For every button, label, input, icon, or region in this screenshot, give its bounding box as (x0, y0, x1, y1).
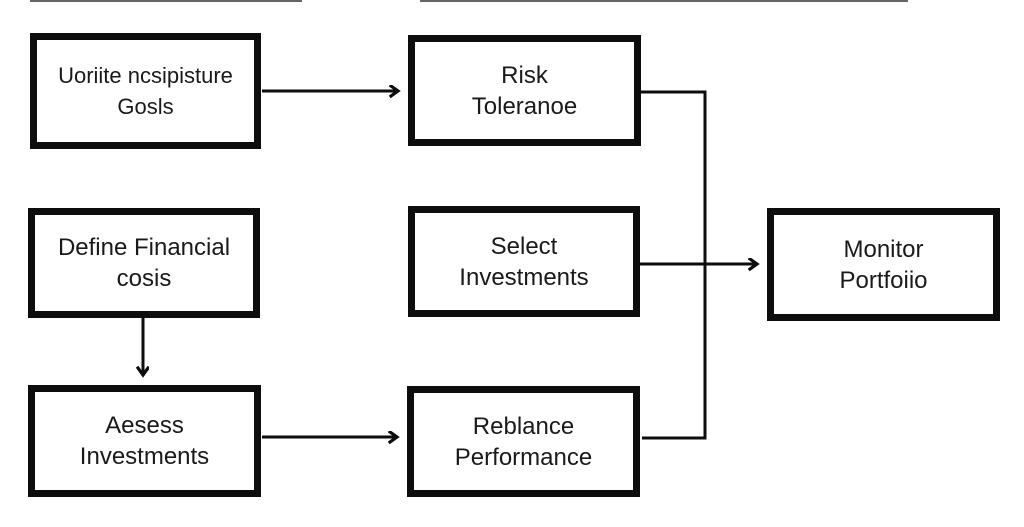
node-risk-tolerance: Risk Toleranoe (408, 35, 641, 146)
node-define-financial-line2: cosis (116, 265, 172, 292)
node-risk-tolerance-line1: Risk (501, 61, 548, 89)
node-goals: Uoriite ncsipisture Gosls (30, 33, 261, 149)
node-assess-investments-line2: Investments (79, 443, 210, 470)
node-goals-line1: Uoriite ncsipisture (58, 63, 233, 88)
connector-risk-rebalance-bracket (641, 90, 707, 440)
node-define-financial-line1: Define Financial (57, 234, 231, 261)
node-monitor-portfolio-line1: Monitor (843, 235, 924, 263)
top-edge-artifact-right (420, 0, 908, 2)
node-monitor-portfolio: Monitor Portfoiio (767, 208, 1000, 321)
node-assess-investments-line1: Aesess (105, 412, 184, 439)
node-monitor-portfolio-line2: Portfoiio (839, 266, 928, 294)
top-edge-artifact-left (30, 0, 302, 2)
node-goals-line2: Gosls (117, 94, 174, 119)
node-assess-investments: Aesess Investments (28, 385, 261, 497)
node-select-investments: Select Investments (408, 206, 640, 317)
node-select-investments-line1: Select (490, 232, 558, 260)
node-define-financial: Define Financial cosis (28, 208, 260, 318)
node-rebalance-performance: Reblance Performance (407, 386, 640, 497)
node-risk-tolerance-line2: Toleranoe (471, 92, 578, 120)
node-select-investments-line2: Investments (459, 263, 589, 291)
node-rebalance-performance-line1: Reblance (472, 412, 575, 440)
node-rebalance-performance-line2: Performance (454, 443, 593, 471)
